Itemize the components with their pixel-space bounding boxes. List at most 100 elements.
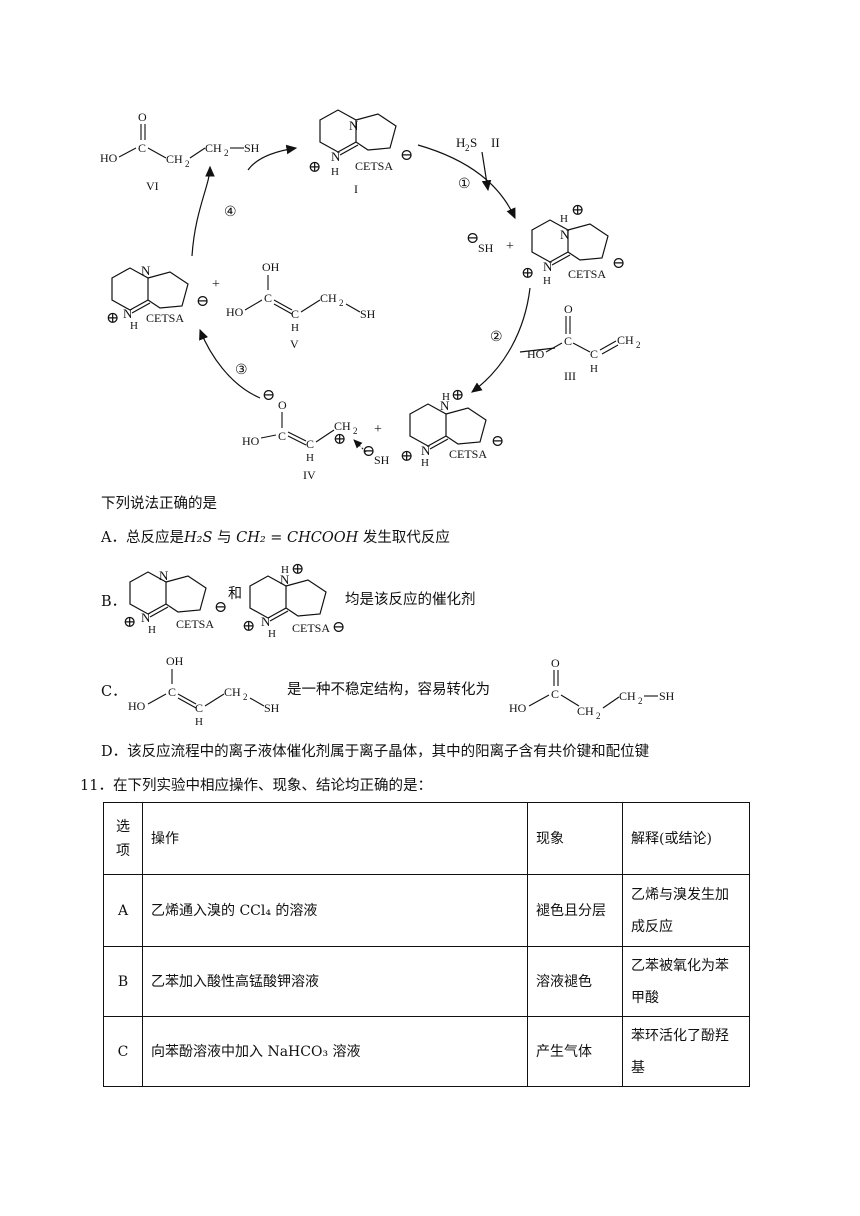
option-C-acid-structure: O C HO CH 2 CH 2 SH <box>509 656 675 721</box>
svg-text:CETSA: CETSA <box>355 159 393 173</box>
row-B-operation: 乙苯加入酸性高锰酸钾溶液 <box>142 946 528 1017</box>
svg-text:⊖: ⊖ <box>612 255 625 272</box>
option-B-text: 均是该反应的催化剂 <box>345 592 476 608</box>
svg-text:⊖: ⊖ <box>400 147 413 164</box>
svg-text:CETSA: CETSA <box>146 311 184 325</box>
svg-text:2: 2 <box>243 692 248 702</box>
svg-text:C: C <box>590 347 598 361</box>
header-phenomenon: 现象 <box>527 802 623 875</box>
svg-text:N: N <box>560 227 570 242</box>
svg-text:⊖: ⊖ <box>332 619 345 636</box>
option-C-text: 是一种不稳定结构，容易转化为 <box>287 682 490 698</box>
svg-text:H: H <box>306 452 314 464</box>
label-II: II <box>491 135 500 150</box>
svg-text:2: 2 <box>185 159 190 169</box>
svg-text:H: H <box>130 320 138 332</box>
svg-text:H: H <box>456 135 465 150</box>
svg-text:⊕: ⊕ <box>123 614 136 631</box>
svg-text:C: C <box>264 291 272 305</box>
svg-text:N: N <box>141 610 151 625</box>
arrow-step1 <box>417 144 516 220</box>
svg-text:和: 和 <box>228 586 242 602</box>
species-catalyst-left: N N H ⊕ CETSA ⊖ + <box>106 263 220 332</box>
svg-text:⊕: ⊕ <box>106 310 119 327</box>
row-A-operation: 乙烯通入溴的 CCl₄ 的溶液 <box>142 874 528 947</box>
species-SH-plus-protonated-catalyst: ⊖ SH + N H ⊕ N H ⊕ CETSA ⊖ <box>466 202 625 287</box>
svg-text:SH: SH <box>360 307 376 321</box>
step-2: ② <box>490 330 503 345</box>
svg-text:OH: OH <box>166 654 184 668</box>
svg-text:C: C <box>168 685 176 699</box>
label-I: I <box>354 182 358 196</box>
svg-text:⊖: ⊖ <box>491 433 504 450</box>
row-A-phenomenon: 褪色且分层 <box>527 874 623 947</box>
table-row: B 乙苯加入酸性高锰酸钾溶液 溶液褪色 乙苯被氧化为苯甲酸 <box>103 946 750 1017</box>
svg-text:CH: CH <box>617 333 634 347</box>
svg-text:CETSA: CETSA <box>568 267 606 281</box>
svg-text:H: H <box>291 322 299 334</box>
svg-text:N: N <box>421 443 431 458</box>
svg-text:H: H <box>421 457 429 469</box>
species-III-acrylic-acid: O C HO C H CH 2 III <box>527 302 641 383</box>
svg-text:+: + <box>212 277 220 292</box>
svg-text:CH: CH <box>205 141 222 155</box>
svg-text:O: O <box>551 656 560 670</box>
svg-text:+: + <box>506 239 514 254</box>
svg-text:SH: SH <box>264 701 280 715</box>
species-VI-product: O C HO CH 2 CH 2 SH VI <box>100 110 260 193</box>
option-D: D．该反应流程中的离子液体催化剂属于离子晶体，其中的阳离子含有共价键和配位键 <box>101 744 650 760</box>
svg-text:C: C <box>306 437 314 451</box>
svg-text:H: H <box>543 275 551 287</box>
svg-text:H: H <box>331 166 339 178</box>
arrow-step4 <box>191 165 215 257</box>
arrow-step3 <box>199 328 261 399</box>
svg-text:CETSA: CETSA <box>292 621 330 635</box>
svg-text:⊖: ⊖ <box>362 443 375 460</box>
option-B-structures: N N H ⊕ CETSA ⊖ 和 N H ⊕ N H ⊕ CETSA ⊖ <box>123 561 345 638</box>
svg-text:⊕: ⊕ <box>451 387 464 404</box>
svg-text:C: C <box>291 307 299 321</box>
species-IV: ⊖ O C HO C H CH 2 ⊕ ⊖ SH + IV <box>242 387 390 482</box>
svg-text:CH: CH <box>224 685 241 699</box>
question10-stem: 下列说法正确的是 <box>101 496 217 512</box>
species-V-enol: OH C HO C H CH 2 SH V <box>226 260 376 351</box>
svg-text:⊕: ⊕ <box>308 159 321 176</box>
reagent-H2S-II: H 2 S II <box>456 135 500 153</box>
svg-text:+: + <box>374 422 382 437</box>
svg-text:N: N <box>261 614 271 629</box>
svg-text:⊕: ⊕ <box>291 561 304 578</box>
row-B-option: B <box>103 946 143 1017</box>
svg-text:⊖: ⊖ <box>262 387 275 404</box>
svg-text:SH: SH <box>374 453 390 467</box>
svg-text:2: 2 <box>353 426 358 436</box>
svg-text:HO: HO <box>100 151 118 165</box>
svg-text:HO: HO <box>242 434 260 448</box>
svg-text:N: N <box>349 118 359 133</box>
step-1: ① <box>458 177 471 192</box>
label-III: III <box>564 369 576 383</box>
option-C-enol-structure: OH C HO C H CH 2 SH <box>128 654 280 728</box>
option-C-label: C． <box>101 684 127 700</box>
svg-text:⊖: ⊖ <box>466 230 479 247</box>
species-I-catalyst: N N H ⊕ CETSA ⊖ I <box>308 109 413 196</box>
svg-text:H: H <box>560 213 568 225</box>
svg-text:⊕: ⊕ <box>521 265 534 282</box>
svg-text:⊕: ⊕ <box>571 202 584 219</box>
svg-text:C: C <box>551 687 559 701</box>
svg-text:⊕: ⊕ <box>400 448 413 465</box>
species-protonated-catalyst-lower: N H ⊕ N H ⊕ CETSA ⊖ <box>400 387 504 469</box>
option-A: A．总反应是H₂S 与 CH₂ = CHCOOH 发生取代反应 <box>101 530 450 546</box>
svg-text:CH: CH <box>334 419 351 433</box>
table-row: A 乙烯通入溴的 CCl₄ 的溶液 褪色且分层 乙烯与溴发生加成反应 <box>103 874 750 947</box>
svg-text:C: C <box>195 701 203 715</box>
row-C-phenomenon: 产生气体 <box>527 1016 623 1087</box>
svg-text:H: H <box>195 716 203 728</box>
svg-text:SH: SH <box>659 689 675 703</box>
row-C-conclusion: 苯环活化了酚羟基 <box>622 1016 750 1087</box>
svg-text:C: C <box>564 334 572 348</box>
header-option: 选项 <box>103 802 143 875</box>
svg-text:CH: CH <box>166 152 183 166</box>
svg-text:N: N <box>141 263 151 278</box>
svg-text:⊖: ⊖ <box>214 599 227 616</box>
svg-text:H: H <box>268 628 276 638</box>
